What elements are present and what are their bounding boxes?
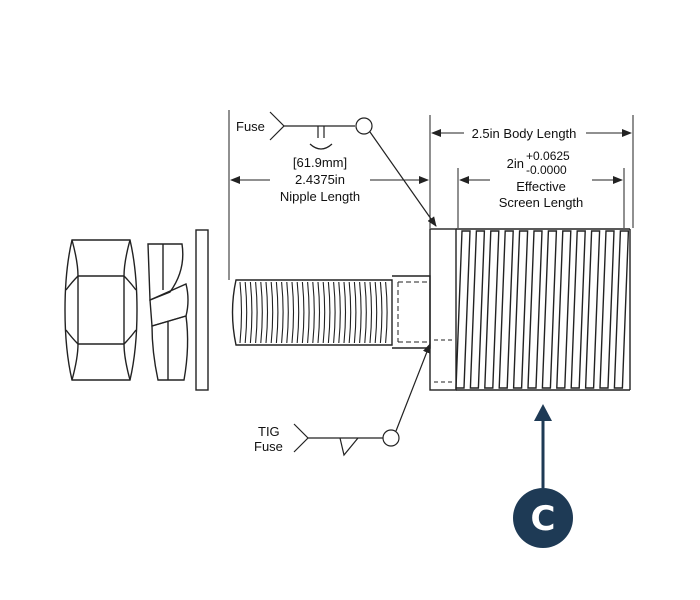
screen-length-tol-plus: +0.0625	[526, 149, 570, 163]
thread-crest	[301, 281, 305, 344]
thread-crest	[322, 281, 326, 344]
callout-c: C	[513, 404, 573, 548]
tig-fuse-weld-symbol	[293, 343, 431, 457]
dimension-body-length: 2.5in Body Length	[431, 126, 632, 141]
thread-crest	[343, 281, 347, 344]
callout-badge	[513, 488, 573, 548]
threaded-nipple	[231, 279, 393, 346]
screen-coil	[613, 230, 630, 389]
thread-crest	[260, 281, 263, 344]
thread-crest	[364, 281, 367, 344]
lock-washer	[147, 243, 189, 381]
thread-crest	[249, 281, 253, 344]
fuse-label: Fuse	[236, 119, 265, 134]
thread-crest	[255, 281, 258, 344]
thread-crest	[239, 281, 243, 344]
hex-nut	[64, 239, 138, 381]
screen-length-line2: Screen Length	[499, 195, 584, 210]
thread-crest	[312, 281, 315, 344]
tig-label-line2: Fuse	[254, 439, 283, 454]
callout-letter: C	[531, 499, 556, 539]
thread-crest	[244, 281, 248, 344]
thread-crest	[265, 281, 269, 344]
callout-arrow-head	[534, 404, 552, 421]
screen-length-base: 2in	[507, 156, 524, 171]
screen-coil	[556, 230, 572, 389]
flat-washer	[195, 229, 209, 391]
thread-crest	[348, 281, 352, 344]
thread-crest	[338, 281, 341, 344]
thread-crest	[327, 281, 331, 344]
fuse-weld-symbol	[269, 111, 437, 227]
nipple-length-in: 2.4375in	[295, 172, 345, 187]
screen-coil	[584, 230, 601, 389]
screen-coil	[469, 230, 486, 389]
screen-coil	[599, 230, 615, 389]
wire-wrap-screen	[429, 228, 631, 391]
screen-length-tol-minus: -0.0000	[526, 163, 567, 177]
nipple-length-label: Nipple Length	[280, 189, 360, 204]
thread-crest	[291, 281, 295, 344]
thread-crest	[281, 281, 284, 344]
thread-crest	[353, 281, 357, 344]
extension-lines	[228, 110, 634, 280]
dimension-nipple-length: [61.9mm] 2.4375in Nipple Length	[230, 155, 429, 204]
screen-coil	[527, 230, 543, 389]
thread-crest	[369, 281, 373, 344]
screen-coil	[541, 230, 558, 389]
screen-coil	[498, 230, 514, 389]
thread-crest	[333, 281, 336, 344]
tig-label-line1: TIG	[258, 424, 280, 439]
thread-crest	[379, 281, 383, 344]
nipple-length-mm: [61.9mm]	[293, 155, 347, 170]
thread-crest	[374, 281, 378, 344]
screen-coil	[512, 230, 529, 389]
thread-crest	[270, 281, 274, 344]
screen-coil	[484, 230, 500, 389]
thread-crest	[317, 281, 321, 344]
thread-crest	[296, 281, 300, 344]
collar	[392, 275, 431, 349]
body-length-label: 2.5in Body Length	[472, 126, 577, 141]
thread-crest	[385, 281, 388, 344]
thread-crest	[286, 281, 289, 344]
thread-crest	[359, 281, 362, 344]
screen-coil	[570, 230, 586, 389]
screen-coil	[455, 230, 471, 389]
screen-length-line1: Effective	[516, 179, 566, 194]
dimension-screen-length: 2in +0.0625 -0.0000 Effective Screen Len…	[459, 149, 623, 210]
thread-crest	[307, 281, 310, 344]
thread-crest	[275, 281, 279, 344]
